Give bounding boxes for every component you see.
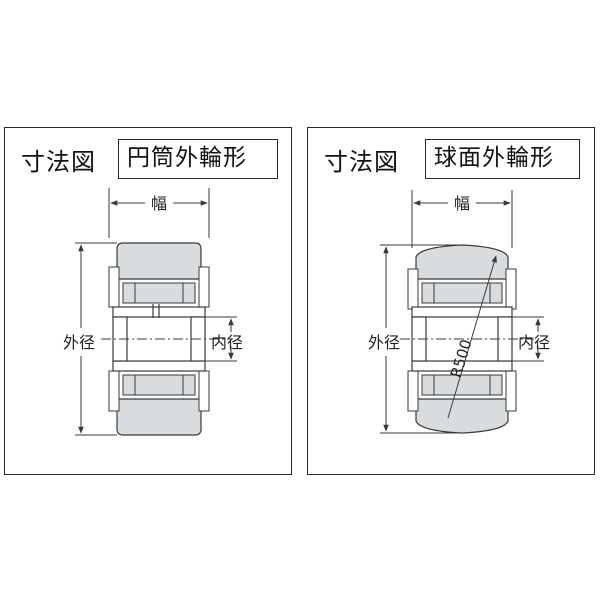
outer-diameter-label: 外径 (368, 333, 400, 352)
inner-ring (112, 304, 206, 372)
outer-diameter-label: 外径 (63, 333, 95, 352)
upper-rollers (421, 282, 503, 304)
radius-leader (447, 255, 497, 419)
width-dimension (411, 190, 513, 248)
outer-diameter-dimension (75, 242, 117, 436)
outer-diameter-dimension (380, 244, 458, 434)
width-dimension (108, 188, 210, 238)
inner-diameter-label: 内径 (211, 333, 243, 352)
width-label: 幅 (454, 194, 470, 213)
width-label: 幅 (151, 194, 167, 213)
lower-rollers (421, 374, 503, 396)
left-panel: 寸法図 円筒外輪形 (4, 127, 292, 475)
inner-diameter-label: 内径 (518, 333, 550, 352)
upper-rollers (122, 282, 196, 304)
left-heading: 寸法図 (21, 148, 96, 176)
right-type-label: 球面外輪形 (425, 139, 580, 179)
radius-label: R500 (447, 337, 476, 380)
right-heading: 寸法図 (324, 148, 399, 176)
cylindrical-roller-drawing: 幅 外径 内径 (63, 188, 243, 436)
spherical-roller-drawing: R500 幅 外径 内径 (368, 190, 550, 434)
inner-diameter-dimension (512, 316, 544, 362)
lower-rollers (122, 374, 196, 396)
outer-ring (415, 244, 509, 434)
right-panel: 寸法図 球面外輪形 (307, 127, 595, 475)
left-type-label: 円筒外輪形 (118, 139, 278, 179)
inner-diameter-dimension (205, 316, 237, 362)
